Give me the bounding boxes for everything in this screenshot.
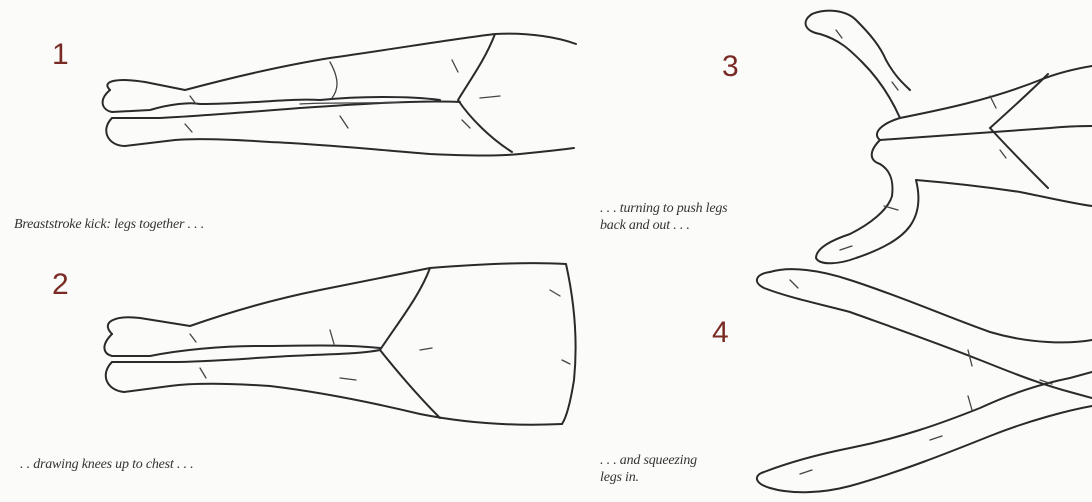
step-number-3: 3 — [722, 50, 739, 84]
figure-3-legs-back-out — [806, 11, 1092, 264]
figure-2-knees-to-chest — [104, 263, 575, 424]
caption-1: Breaststroke kick: legs together . . . — [14, 216, 204, 233]
step-number-2: 2 — [52, 268, 69, 302]
figure-1-legs-together — [103, 34, 576, 156]
step-number-4: 4 — [712, 316, 729, 350]
step-number-1: 1 — [52, 38, 69, 72]
figure-4-squeezing-legs — [757, 269, 1092, 492]
caption-4: . . . and squeezing legs in. — [600, 452, 697, 486]
caption-3: . . . turning to push legs back and out … — [600, 200, 727, 234]
caption-2: . . drawing knees up to chest . . . — [20, 456, 193, 473]
